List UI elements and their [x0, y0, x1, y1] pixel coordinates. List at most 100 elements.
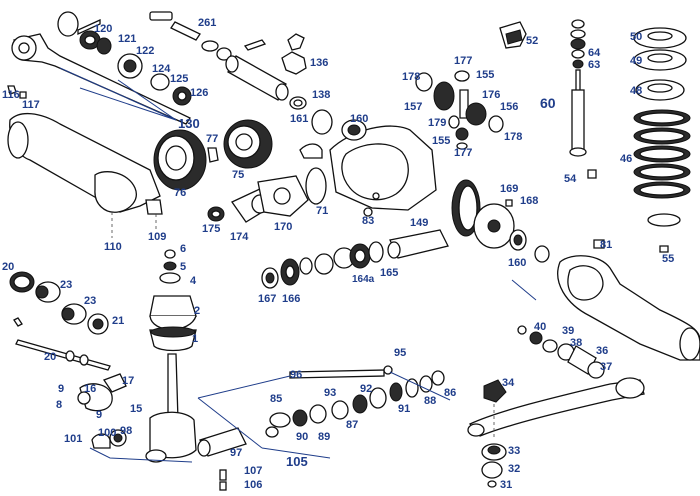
- label-178-bottom: 178: [504, 131, 522, 143]
- label-90: 90: [296, 431, 308, 443]
- label-33: 33: [508, 445, 520, 457]
- label-39: 39: [562, 325, 574, 337]
- label-32: 32: [508, 463, 520, 475]
- label-86: 86: [444, 387, 456, 399]
- label-169: 169: [500, 183, 518, 195]
- label-261: 261: [198, 17, 216, 29]
- axle-housing-left: [7, 113, 163, 238]
- label-50: 50: [630, 31, 642, 43]
- label-5: 5: [180, 261, 186, 273]
- label-87: 87: [346, 419, 358, 431]
- label-89: 89: [318, 431, 330, 443]
- label-9-top: 9: [58, 383, 64, 395]
- part-labels: 261 120 121 122 124 125 126 130 116 117 …: [2, 17, 674, 491]
- label-81: 81: [600, 239, 612, 251]
- label-9-bottom: 9: [96, 409, 102, 421]
- shock-absorber: [499, 19, 597, 179]
- label-155-bottom: 155: [432, 135, 450, 147]
- label-165: 165: [380, 267, 398, 279]
- label-166: 166: [282, 293, 300, 305]
- label-34: 34: [502, 377, 515, 389]
- axle-shaft-assembly: [7, 11, 192, 125]
- label-85: 85: [270, 393, 282, 405]
- label-4: 4: [190, 275, 197, 287]
- label-49: 49: [630, 55, 642, 67]
- label-40: 40: [534, 321, 546, 333]
- label-76: 76: [174, 187, 186, 199]
- group-brackets: [59, 67, 537, 463]
- label-179: 179: [428, 117, 446, 129]
- label-60: 60: [540, 95, 556, 111]
- label-37: 37: [600, 361, 612, 373]
- swivel-housing: [77, 353, 197, 463]
- coil-spring: [633, 27, 691, 253]
- label-15: 15: [130, 403, 142, 415]
- label-92: 92: [360, 383, 372, 395]
- label-96: 96: [290, 369, 302, 381]
- label-156: 156: [500, 101, 518, 113]
- label-177-top: 177: [454, 55, 472, 67]
- label-107: 107: [244, 465, 262, 477]
- label-100: 100: [98, 427, 116, 439]
- label-168: 168: [520, 195, 538, 207]
- label-130: 130: [178, 116, 200, 131]
- radius-arm: [467, 377, 645, 488]
- label-161: 161: [290, 113, 308, 125]
- label-136: 136: [310, 57, 328, 69]
- label-157: 157: [404, 101, 422, 113]
- label-176: 176: [482, 89, 500, 101]
- differential-housing: [299, 119, 437, 217]
- label-17: 17: [122, 375, 134, 387]
- label-77: 77: [206, 133, 218, 145]
- label-55: 55: [662, 253, 674, 265]
- label-177-bottom: 177: [454, 147, 472, 159]
- pinion-bearings: [261, 241, 384, 289]
- label-52: 52: [526, 35, 538, 47]
- label-105: 105: [286, 454, 308, 469]
- label-120: 120: [94, 23, 112, 35]
- label-46: 46: [620, 153, 632, 165]
- axle-housing-right: [557, 239, 700, 361]
- label-23-bottom: 23: [84, 295, 96, 307]
- label-126: 126: [190, 87, 208, 99]
- label-170: 170: [274, 221, 292, 233]
- label-64: 64: [588, 47, 601, 59]
- pinion-housing-parts: [207, 167, 327, 223]
- tie-rod: [15, 339, 111, 371]
- label-117: 117: [22, 99, 40, 111]
- label-95: 95: [394, 347, 406, 359]
- swivel-pin-parts: [149, 249, 197, 352]
- rubber-boots: [153, 119, 273, 191]
- label-167: 167: [258, 293, 276, 305]
- label-31: 31: [500, 479, 512, 491]
- label-174: 174: [230, 231, 249, 243]
- label-160-bottom: 160: [508, 257, 526, 269]
- label-75: 75: [232, 169, 244, 181]
- label-124: 124: [152, 63, 171, 75]
- label-88: 88: [424, 395, 436, 407]
- label-36: 36: [596, 345, 608, 357]
- label-98: 98: [120, 425, 132, 437]
- label-155-top: 155: [476, 69, 494, 81]
- differential-gears: [415, 70, 504, 150]
- label-23-top: 23: [60, 279, 72, 291]
- label-106: 106: [244, 479, 262, 491]
- label-175: 175: [202, 223, 220, 235]
- label-63: 63: [588, 59, 600, 71]
- label-109: 109: [148, 231, 166, 243]
- inner-shaft-and-washers: [197, 365, 445, 491]
- label-38: 38: [570, 337, 582, 349]
- label-1: 1: [192, 333, 198, 345]
- label-122: 122: [136, 45, 154, 57]
- label-164a: 164a: [352, 274, 375, 285]
- label-48: 48: [630, 85, 642, 97]
- ring-gear-and-carrier: [387, 179, 550, 263]
- label-93: 93: [324, 387, 336, 399]
- label-83: 83: [362, 215, 374, 227]
- label-71: 71: [316, 205, 328, 217]
- label-21: 21: [112, 315, 124, 327]
- radius-arm-bushes: [517, 325, 605, 379]
- label-2: 2: [194, 305, 200, 317]
- label-125: 125: [170, 73, 188, 85]
- label-16: 16: [84, 383, 96, 395]
